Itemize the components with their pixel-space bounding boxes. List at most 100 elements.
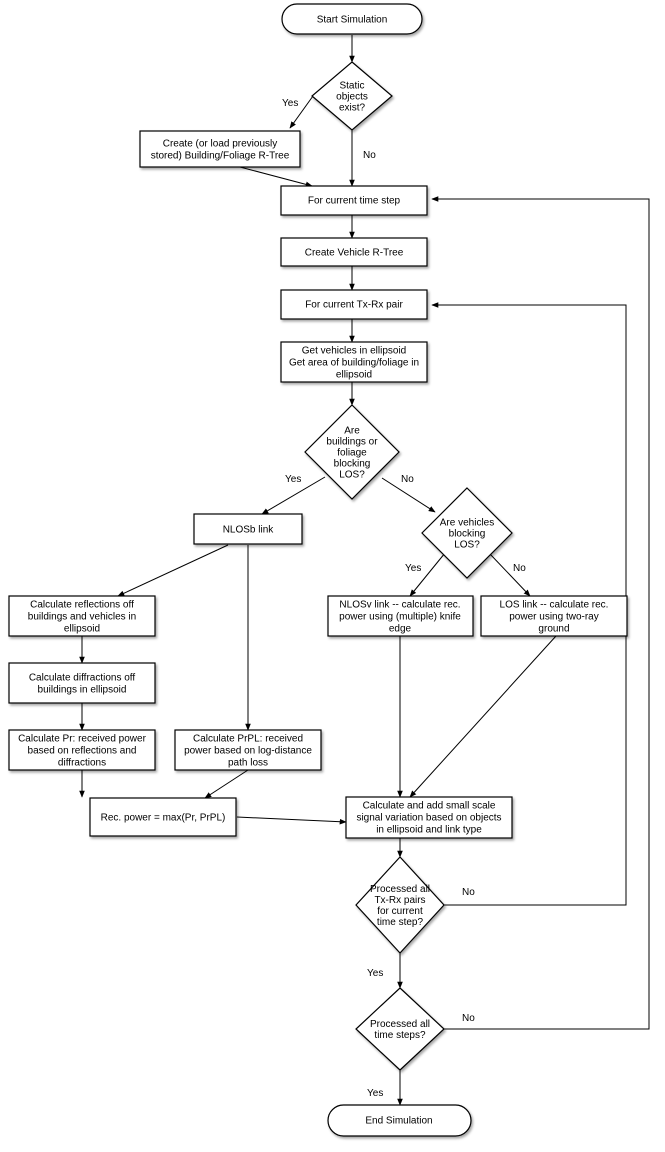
label-steps-yes: Yes xyxy=(367,1088,383,1099)
time-step-box: For current time step xyxy=(280,185,428,216)
nlosv-link-box: NLOSv link -- calculate rec.power using … xyxy=(327,595,474,637)
node-text-line: LOS link -- calculate rec. xyxy=(500,600,609,611)
edge-vehicles-yes xyxy=(409,552,446,597)
node-text-line: NLOSv link -- calculate rec. xyxy=(339,600,460,611)
node-text-line: Are xyxy=(344,426,360,437)
label-pairs-yes: Yes xyxy=(367,968,383,979)
label-static-no: No xyxy=(363,150,376,161)
node-text-line: buildings in ellipsoid xyxy=(38,685,127,696)
node-text-line: For current time step xyxy=(308,196,401,207)
nlosv-link-label: NLOSv link -- calculate rec.power using … xyxy=(339,600,461,635)
node-text-line: Rec. power = max(Pr, PrPL) xyxy=(101,813,226,824)
node-text-line: ground xyxy=(538,624,569,635)
end-node-label: End Simulation xyxy=(365,1116,432,1127)
edge-buildings-no xyxy=(381,477,436,513)
edges xyxy=(79,35,650,1106)
node-text-line: LOS? xyxy=(339,470,365,481)
node-text-line: Processed all xyxy=(370,1019,430,1030)
node-text-line: LOS? xyxy=(454,540,480,551)
node-text-line: stored) Building/Foliage R-Tree xyxy=(151,151,290,162)
node-text-line: time steps? xyxy=(374,1030,426,1041)
edge-prpl-to-recpower xyxy=(204,769,249,799)
edge-rtree-to-timestep xyxy=(239,166,313,188)
node-text-line: power based on log-distance xyxy=(184,746,312,757)
node-text-line: Get vehicles in ellipsoid xyxy=(302,346,407,357)
label-buildings-yes: Yes xyxy=(285,474,301,485)
node-text-line: Create (or load previously xyxy=(163,139,278,150)
node-text-line: For current Tx-Rx pair xyxy=(305,300,403,311)
node-text-line: blocking xyxy=(449,529,486,540)
node-text-line: power using (multiple) knife xyxy=(339,612,461,623)
end-node: End Simulation xyxy=(327,1104,472,1137)
node-text-line: Calculate diffractions off xyxy=(29,673,136,684)
node-text-line: for current xyxy=(377,906,423,917)
node-text-line: Calculate reflections off xyxy=(30,600,134,611)
node-text-line: objects xyxy=(336,92,368,103)
nlosb-link-label: NLOSb link xyxy=(223,525,275,536)
txrx-pair-box: For current Tx-Rx pair xyxy=(280,289,428,320)
label-pairs-no: No xyxy=(462,887,475,898)
node-text-line: Calculate PrPL: received xyxy=(193,734,303,745)
node-text-line: based on reflections and xyxy=(28,746,137,757)
edge-buildings-yes xyxy=(261,476,326,515)
label-vehicles-no: No xyxy=(513,563,526,574)
label-steps-no: No xyxy=(462,1013,475,1024)
edge-vehicles-no xyxy=(489,553,531,597)
node-text-line: exist? xyxy=(339,103,366,114)
los-link-box: LOS link -- calculate rec.power using tw… xyxy=(480,595,628,637)
rec-power-label: Rec. power = max(Pr, PrPL) xyxy=(101,813,226,824)
node-text-line: Are vehicles xyxy=(440,518,494,529)
node-text-line: power using two-ray xyxy=(509,612,598,623)
start-node-label: Start Simulation xyxy=(317,15,388,26)
node-text-line: End Simulation xyxy=(365,1116,432,1127)
node-text-line: buildings and vehicles in xyxy=(28,612,136,623)
node-text-line: Processed all xyxy=(370,884,430,895)
start-node: Start Simulation xyxy=(281,3,423,35)
edge-los-to-smallscale xyxy=(409,635,557,798)
node-text-line: ellipsoid xyxy=(64,624,100,635)
edge-steps-no-loop xyxy=(431,196,650,1030)
node-text-line: in ellipsoid and link type xyxy=(376,825,482,836)
node-text-line: NLOSb link xyxy=(223,525,275,536)
txrx-pair-label: For current Tx-Rx pair xyxy=(305,300,403,311)
node-text-line: blocking xyxy=(334,459,371,470)
node-text-line: Static xyxy=(339,81,364,92)
edge-recpower-to-smallscale xyxy=(236,816,347,825)
node-text-line: buildings or xyxy=(326,437,378,448)
node-text-line: time step? xyxy=(377,917,424,928)
node-text-line: Create Vehicle R-Tree xyxy=(305,248,404,259)
nlosb-link-box: NLOSb link xyxy=(193,513,303,545)
node-text-line: foliage xyxy=(337,448,367,459)
label-buildings-no: No xyxy=(401,474,414,485)
edge-nlosb-to-reflections xyxy=(117,544,229,597)
node-text-line: ellipsoid xyxy=(336,370,372,381)
create-vehicle-rtree-label: Create Vehicle R-Tree xyxy=(305,248,404,259)
los-link-label: LOS link -- calculate rec.power using tw… xyxy=(500,600,609,635)
node-text-line: Get area of building/foliage in xyxy=(289,358,419,369)
node-text-line: Calculate Pr: received power xyxy=(18,734,147,745)
node-text-line: signal variation based on objects xyxy=(356,813,501,824)
node-text-line: Tx-Rx pairs xyxy=(374,895,425,906)
time-step-label: For current time step xyxy=(308,196,401,207)
